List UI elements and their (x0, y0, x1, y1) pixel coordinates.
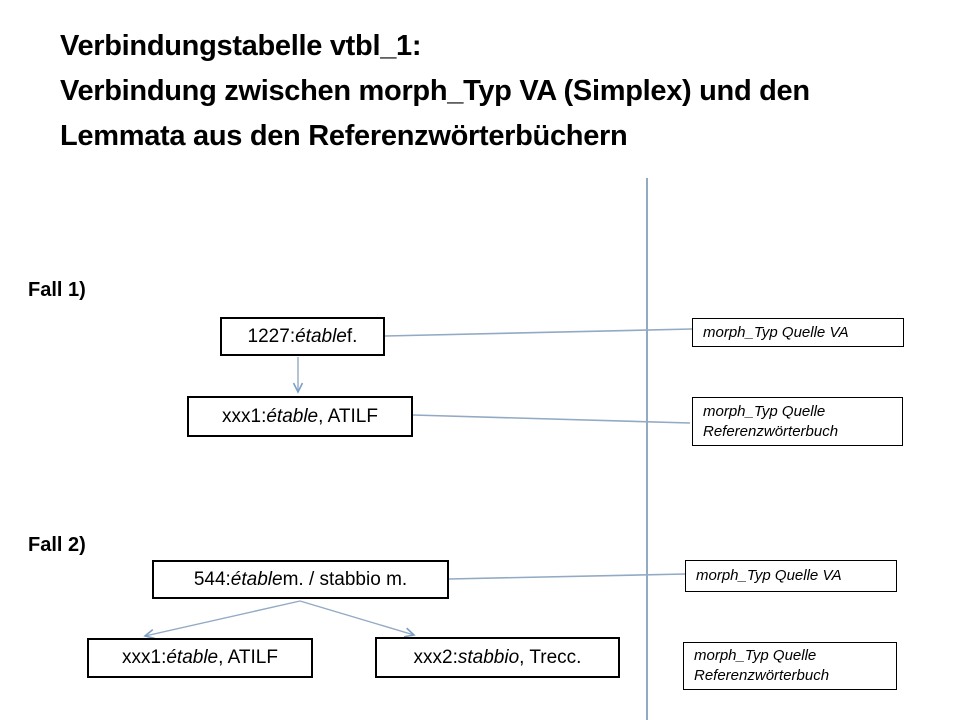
box-text-segment-italic: stabbio (457, 646, 520, 668)
box-text-segment: m. / stabbio m. (282, 568, 408, 590)
slide-title: Verbindungstabelle vtbl_1: Verbindung zw… (60, 24, 810, 159)
box-text-segment: , Trecc. (519, 646, 582, 668)
fall1-label: Fall 1) (28, 279, 86, 301)
box-text-segment-italic: étable (266, 405, 319, 427)
box-text-segment: 1227: (247, 325, 296, 347)
slide-title-line1: Verbindungstabelle vtbl_1: (60, 30, 422, 62)
fall2-lemma1-box: xxx1: étable, ATILF (87, 638, 313, 678)
fall1-va-box: morph_Typ Quelle VA (692, 318, 904, 347)
slide-title-line2: Verbindung zwischen morph_Typ VA (Simple… (60, 75, 810, 107)
box-text-segment-italic: étable (166, 647, 219, 668)
fall2-label: Fall 2) (28, 534, 86, 556)
box-text-segment-italic: étable (230, 568, 283, 590)
tag-text-line2: Referenzwörterbuch (694, 667, 830, 684)
box-text-segment-italic: étable (295, 325, 347, 347)
fall1-lemma-to-ref-line (412, 414, 691, 424)
fall2-source-to-lemma1-arrow (143, 600, 301, 640)
tag-text-line1: morph_Typ Quelle (694, 647, 817, 664)
box-text-segment: f. (346, 325, 358, 347)
box-text-segment: , ATILF (218, 647, 278, 668)
fall2-va-box: morph_Typ Quelle VA (685, 560, 897, 592)
fall2-source-to-va-line (448, 573, 687, 580)
tag-text: morph_Typ Quelle VA (703, 323, 849, 341)
tag-text: morph_Typ Quelle VA (696, 567, 842, 584)
box-text-segment: xxx2: (413, 646, 458, 668)
box-text-segment: , ATILF (318, 405, 378, 427)
fall1-ref-box: morph_Typ Quelle Referenzwörterbuch (692, 397, 903, 446)
box-text-segment: xxx1: (122, 647, 167, 668)
tag-text-line2: Referenzwörterbuch (703, 422, 839, 440)
fall2-ref-box: morph_Typ Quelle Referenzwörterbuch (683, 642, 897, 690)
box-text-segment: 544: (193, 568, 231, 590)
box-text-segment: xxx1: (222, 405, 267, 427)
fall2-source-to-lemma2-arrow (299, 600, 416, 638)
tag-text-line1: morph_Typ Quelle (703, 402, 826, 420)
fall1-lemma-box: xxx1: étable, ATILF (187, 396, 413, 437)
slide-title-line3: Lemmata aus den Referenzwörterbüchern (60, 120, 628, 152)
fall1-source-to-va-line (384, 328, 693, 337)
fall2-source-box: 544: étable m. / stabbio m. (152, 560, 449, 599)
fall2-lemma2-box: xxx2: stabbio, Trecc. (375, 637, 620, 678)
fall1-source-box: 1227: étable f. (220, 317, 385, 356)
